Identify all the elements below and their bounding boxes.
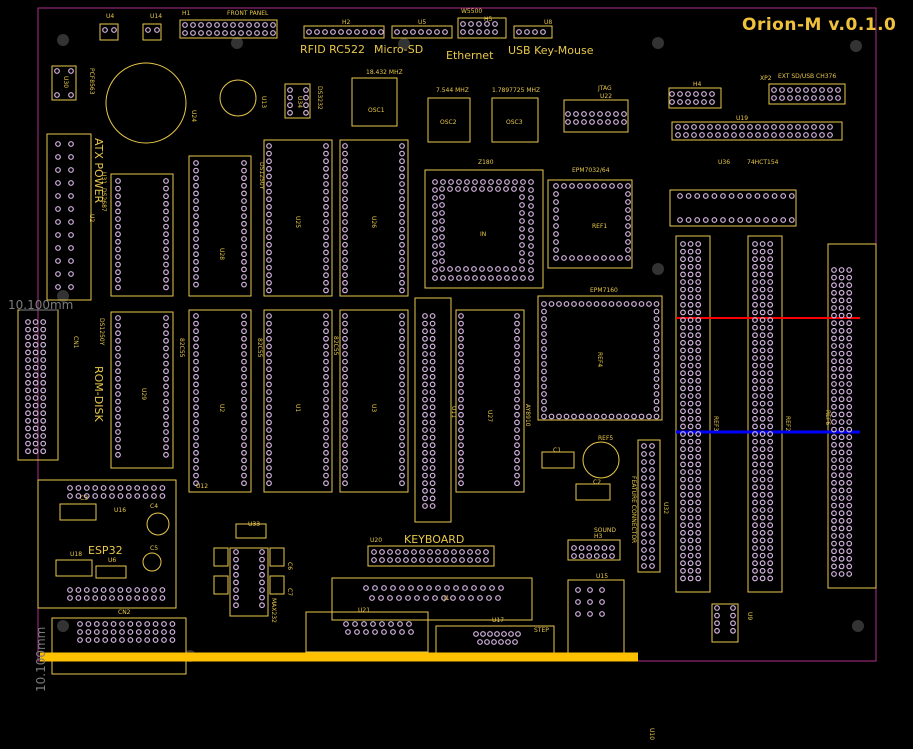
osc3-freq-label: 1.7897725 MHZ [492,87,541,94]
feature-connector-label: FEATURE CONNECTOR [630,476,637,544]
u30-label: U30 [62,76,69,89]
u6-label: U6 [108,557,117,564]
i8255-a-label: 82C55 [178,338,185,358]
h1-label: H1 [182,10,191,17]
xp2-label: XP2 [760,75,772,82]
mounting-holes [57,34,864,662]
sound-label: SOUND [594,527,617,534]
u4-label: U4 [106,13,115,20]
h3-label: H3 [594,533,603,540]
h5-label: H5 [484,16,493,23]
u19-label: U19 [736,115,749,122]
osc1-freq-label: 18.432 MHZ [366,69,403,76]
u31-label: U31 [100,172,107,185]
micro-sd-label: Micro-SD [374,43,424,56]
pcf8563-label: PCF8563 [88,68,95,95]
u13-label: U13 [260,96,267,109]
u9-label: U9 [746,612,753,621]
u1-label: U1 [294,404,301,413]
u5-label: U5 [418,19,427,26]
ds2687-label: DS2687 [100,188,107,212]
u33-label: U33 [248,521,261,528]
ref6-label: REF6 [824,410,831,426]
silkscreen [17,17,877,675]
c5-label: C5 [150,545,159,552]
u8-label: U8 [544,19,553,26]
ref2-label: REF2 [784,416,791,432]
ref5-label: REF5 [598,435,614,442]
step-label: STEP [534,627,549,634]
z180-label: Z180 [478,159,494,166]
rfid-label: RFID RC522 [300,43,365,56]
front-panel-label: FRONT PANEL [227,10,269,17]
ext-sd-label: EXT SD/USB CH376 [778,73,837,80]
u16-label: U16 [114,507,127,514]
u12-label: U12 [196,483,209,490]
u29-label: U29 [140,388,147,401]
board-title: Orion-M v.0.1.0 [742,15,897,35]
u32-label: U32 [662,502,669,515]
max232-label: MAX232 [270,598,277,623]
h4-label: H4 [693,81,702,88]
u25-label: U25 [294,216,301,229]
u2-label: U2 [218,404,225,413]
ds1250y-label: DS1250Y [258,162,265,190]
u26-label: U26 [370,216,377,229]
osc2-label: OSC2 [440,119,457,126]
ref3-label: REF3 [712,416,719,432]
w5500-label: W5500 [461,8,483,15]
u11-label: U11 [450,406,457,419]
c2-label: C2 [593,479,602,486]
u24-label: U24 [190,110,197,123]
u34-label: U34 [296,96,303,109]
u28-label: U28 [218,248,225,261]
u3-label: U3 [370,404,377,413]
ds1250y-b-label: DS1250Y [98,318,105,346]
jtag-label: JTAG [598,85,612,92]
u27-label: U27 [486,410,493,423]
u2v-label: U2 [88,214,95,223]
c3-label: C3 [80,495,89,502]
cn1-label: CN1 [72,336,79,349]
u22-label: U22 [600,93,613,100]
c4-label: C4 [150,503,159,510]
u18-label: U18 [70,551,83,558]
i8255-c-label: 82C55 [332,336,339,356]
ay8910-label: AY8910 [524,404,531,427]
u14-label: U14 [150,13,163,20]
rom-disk-label: ROM-DISK [92,366,105,422]
keyboard-label: KEYBOARD [404,533,465,546]
u20-label: U20 [370,537,383,544]
in-label: IN [480,231,487,238]
u21-label: U21 [358,607,371,614]
ds3232-label: DS3232 [316,86,323,110]
i8255-b-label: 82C55 [256,338,263,358]
dimension-top: 10.100mm [8,298,74,312]
ethernet-label: Ethernet [446,49,494,62]
esp32-label: ESP32 [88,544,123,557]
j1-label: J1 [444,595,450,602]
ref4-label: REF4 [596,352,603,368]
c6-label: C6 [286,562,293,571]
epm7160-label: EPM7160 [590,287,618,294]
epm7032-label: EPM7032/64 [572,167,610,174]
traces [20,309,860,662]
u74hct154-label: 74HCT154 [747,159,779,166]
cn2-label: CN2 [118,609,131,616]
pads [25,21,853,645]
c1-label: C1 [553,447,562,454]
osc2-freq-label: 7.544 MHZ [436,87,469,94]
usb-km-label: USB Key-Mouse [508,44,594,57]
dimension-bottom: 10.100mm [34,626,48,692]
u15-label: U15 [596,573,609,580]
h2-label: H2 [342,19,351,26]
u17-label: U17 [492,617,505,624]
ref1-label: REF1 [592,223,608,230]
osc3-label: OSC3 [506,119,523,126]
c7-label: C7 [286,588,293,597]
u10-label: U10 [648,728,655,741]
osc1-label: OSC1 [368,107,385,114]
u36-label: U36 [718,159,731,166]
